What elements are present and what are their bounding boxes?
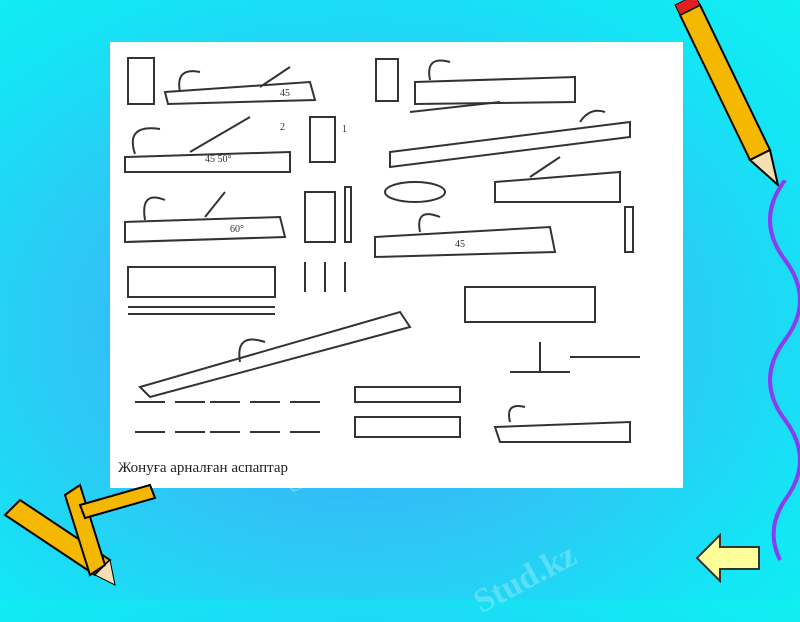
tools-drawing: 45 45 50° 2 1 60° 45 (124, 57, 640, 443)
watermark: Stud.kz (467, 536, 583, 621)
angle-label: 45 (280, 88, 290, 99)
woodworking-planes-illustration: 45 45 50° 2 1 60° 45 Жонуға арналған асп… (110, 42, 683, 488)
angle-label: 45 (455, 239, 465, 250)
part-label: 2 (280, 122, 285, 133)
part-label: 1 (342, 124, 347, 135)
pencils-icon (3, 483, 157, 586)
image-caption: Жонуға арналған аспаптар (118, 460, 289, 476)
back-button[interactable] (695, 533, 761, 583)
left-arrow-icon[interactable] (695, 533, 760, 583)
wavy-line-decoration (768, 180, 800, 561)
angle-label: 45 50° (205, 154, 232, 165)
angle-label: 60° (230, 224, 244, 235)
pencil-icon (674, 0, 780, 188)
